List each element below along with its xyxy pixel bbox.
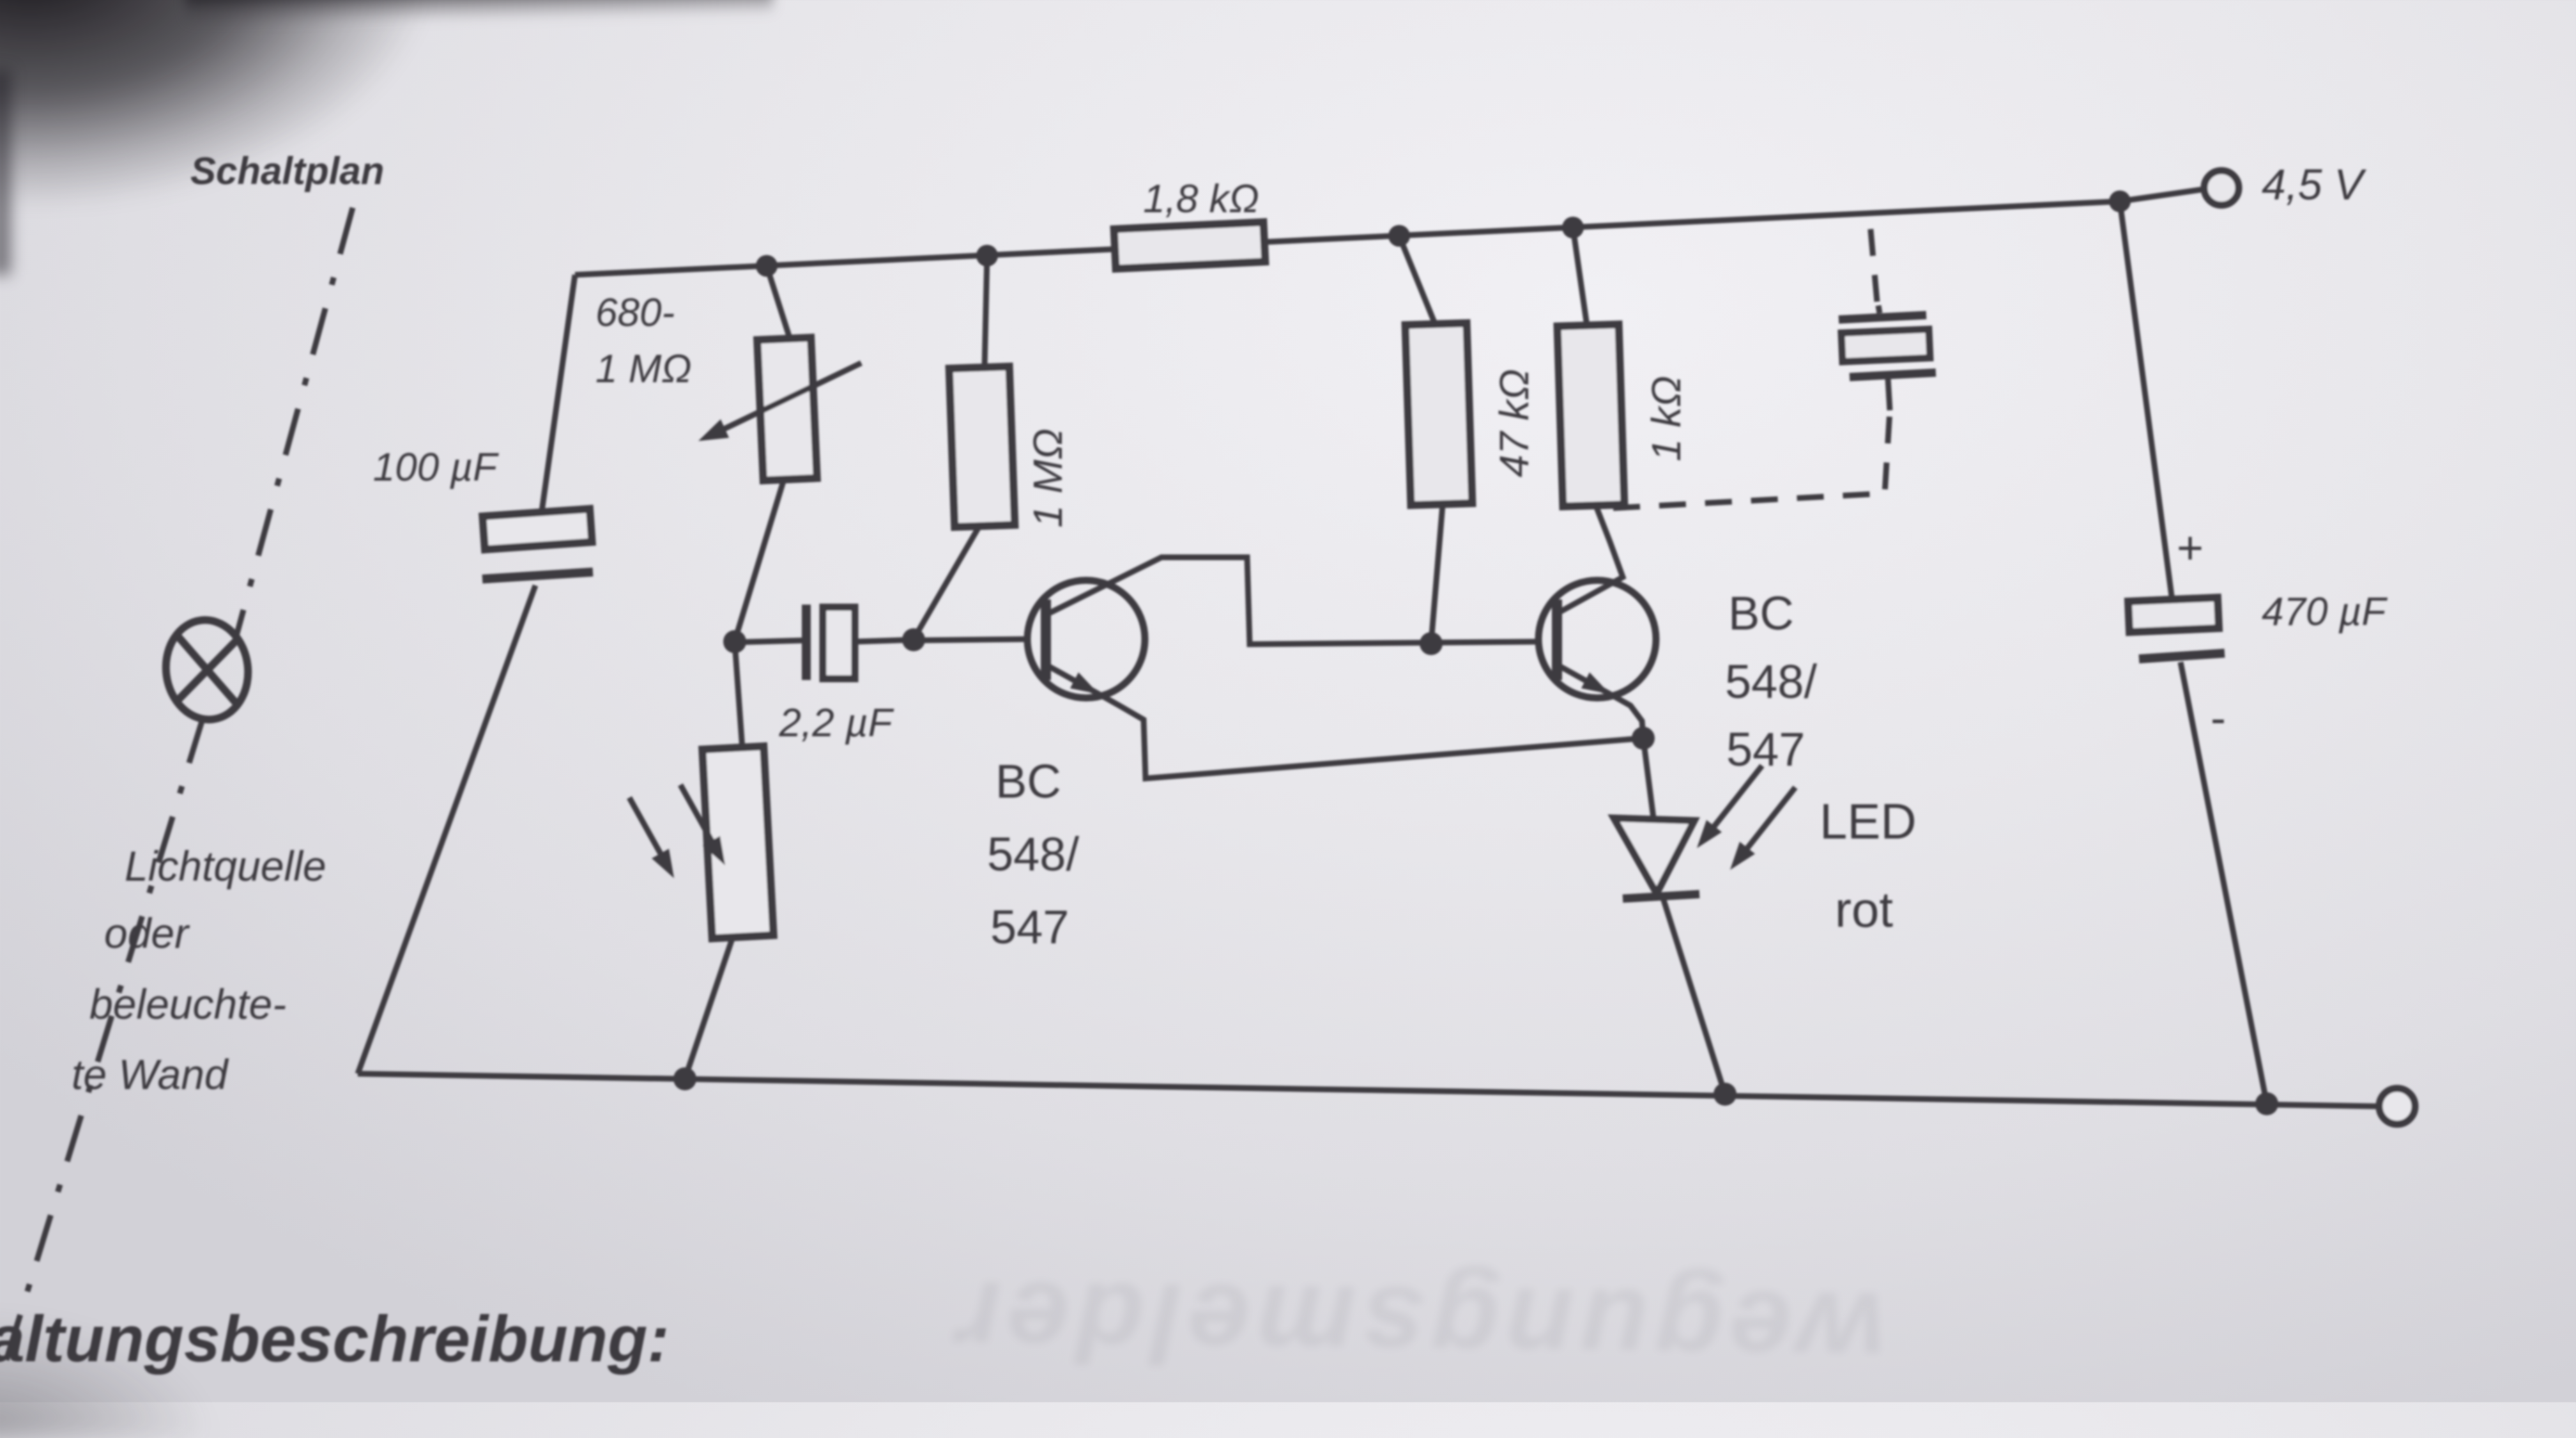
transistor1-label-line3: 547 <box>990 901 1069 954</box>
light-source-annotation-line1: Lichtquelle <box>125 842 326 890</box>
coupling-capacitor-symbol <box>734 603 914 683</box>
transistor2-label-line3: 547 <box>1726 723 1805 776</box>
potentiometer-symbol <box>698 265 862 642</box>
output-capacitor-plus-sign: + <box>2177 523 2204 574</box>
coupling-capacitor-label: 2,2 µF <box>778 701 894 745</box>
potentiometer-arrow-head <box>698 419 729 441</box>
optional-capacitor-symbol <box>1613 215 1936 511</box>
circuit-diagram: Schaltplan altungsbeschreibung: 1,8 kΩ 6… <box>0 150 2419 1375</box>
series-resistor-symbol <box>1110 218 1269 273</box>
led-light-arrow-head <box>1730 842 1755 870</box>
optical-axis-dashdot-line <box>3 206 356 1361</box>
output-capacitor-label: 470 µF <box>2262 590 2388 634</box>
light-source-annotation-line4: te Wand <box>72 1051 229 1098</box>
junction-dots <box>673 190 2278 1115</box>
schematic-canvas: Schaltplan altungsbeschreibung: 1,8 kΩ 6… <box>0 150 2419 1375</box>
collector-resistor-t1-symbol <box>1396 235 1476 644</box>
supply-terminal-circle <box>2200 167 2242 209</box>
bottom-rail-wire <box>357 1071 2379 1109</box>
ldr-light-arrow-head <box>703 836 725 865</box>
ldr-light-arrow-head <box>652 849 674 878</box>
output-capacitor-minus-sign: - <box>2211 693 2226 744</box>
transistor1-symbol <box>913 554 1644 782</box>
base-resistor-symbol <box>911 255 1019 641</box>
transistor1-label-line2: 548/ <box>987 828 1079 881</box>
section-heading: altungsbeschreibung: <box>0 1303 669 1375</box>
input-capacitor-label: 100 µF <box>373 445 499 490</box>
collector-resistor-t1-label: 47 kΩ <box>1491 369 1537 477</box>
collector-resistor-t2-label: 1 kΩ <box>1643 376 1689 461</box>
photo-left-edge-shadow <box>0 70 10 275</box>
led-symbol <box>1607 738 1798 1095</box>
series-resistor-label: 1,8 kΩ <box>1143 177 1259 221</box>
transistor2-label-line1: BC <box>1728 587 1794 640</box>
top-rail-wire <box>574 198 2120 278</box>
input-capacitor-symbol <box>355 274 597 1075</box>
led-light-arrow-head <box>1697 820 1722 848</box>
supply-voltage-label: 4,5 V <box>2262 160 2366 209</box>
output-capacitor-symbol <box>2117 201 2270 1104</box>
photoresistor-symbol <box>627 642 778 1080</box>
potentiometer-label-line1: 680- <box>595 291 675 335</box>
transistor2-emitter-arrow <box>1581 672 1610 694</box>
transistor2-label-line2: 548/ <box>1725 655 1817 708</box>
diagram-title: Schaltplan <box>190 150 384 192</box>
collector-resistor-t2-symbol <box>1553 227 1629 511</box>
light-source-annotation-line2: oder <box>104 909 190 957</box>
transistor2-symbol <box>1535 506 1660 737</box>
led-label-line2: rot <box>1835 881 1893 938</box>
potentiometer-label-line2: 1 MΩ <box>595 347 692 391</box>
supply-wire <box>2119 186 2205 205</box>
led-label-line1: LED <box>1820 793 1917 849</box>
transistor1-emitter-arrow <box>1070 672 1099 694</box>
photo-corner-shadow <box>0 0 428 205</box>
lamp-icon <box>162 616 252 723</box>
base-resistor-label: 1 MΩ <box>1025 428 1071 527</box>
transistor1-label-line1: BC <box>995 755 1061 808</box>
ground-terminal-circle <box>2375 1085 2419 1128</box>
